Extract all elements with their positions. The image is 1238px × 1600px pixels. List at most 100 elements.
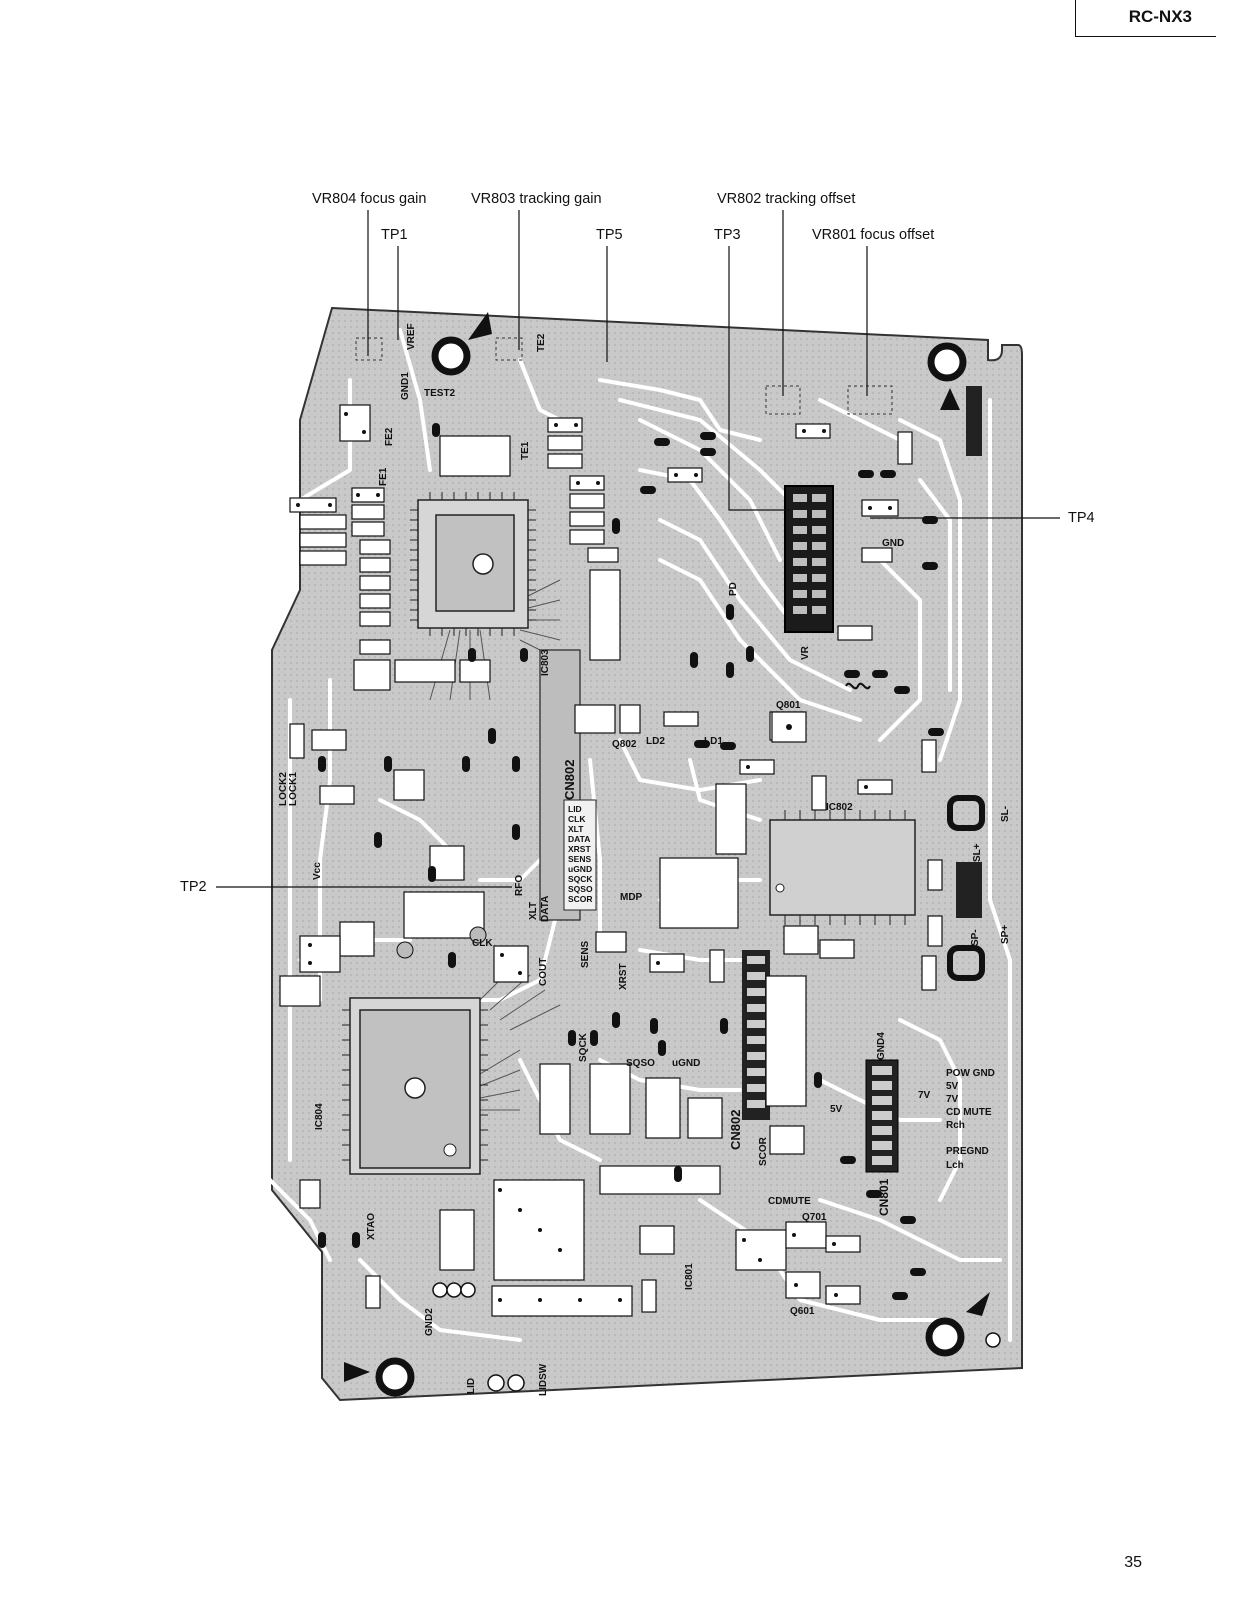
tp5-label: TP5: [596, 227, 623, 243]
cn802-pin-xrst: XRST: [568, 844, 591, 854]
gnd1-label: GND1: [400, 372, 411, 400]
vr803-label: VR803 tracking gain: [471, 191, 602, 207]
fe1-label: FE1: [378, 467, 389, 486]
lock2-label: LOCK2: [278, 772, 289, 806]
xrst-label: XRST: [618, 963, 629, 990]
vref-label: VREF: [406, 323, 417, 350]
page-number: 35: [1124, 1554, 1142, 1571]
model-name: RC-NX3: [1128, 7, 1192, 26]
vr804-label: VR804 focus gain: [312, 191, 427, 207]
xtao-label: XTAO: [366, 1213, 377, 1240]
te2-label: TE2: [536, 333, 547, 352]
vr802-label: VR802 tracking offset: [717, 191, 856, 207]
capsule-components: [318, 423, 944, 1300]
cn802-pin-data: DATA: [568, 834, 590, 844]
sl-plus-label: SL+: [972, 843, 983, 862]
cn802-right-column: [742, 950, 770, 1120]
cn802-pin-lid: LID: [568, 804, 582, 814]
ic801-label: IC801: [684, 1263, 695, 1290]
coil: [845, 682, 871, 690]
pad-dots: [296, 412, 892, 1302]
gnd2-label: GND2: [424, 1308, 435, 1336]
lid-label: LID: [466, 1378, 477, 1394]
xlt-label: XLT: [528, 902, 539, 920]
pin-lch: Lch: [946, 1160, 964, 1171]
ic804-label: IC804: [314, 1103, 325, 1130]
pin-5v: 5V: [946, 1081, 959, 1092]
mounting-holes: [375, 336, 1001, 1397]
tp3-label: TP3: [714, 227, 741, 243]
ic803-label: IC803: [540, 649, 551, 676]
sp-minus-label: SP-: [970, 929, 981, 946]
ld2-label: LD2: [646, 736, 665, 747]
model-box: [1075, 0, 1216, 37]
lidsw-label: LIDSW: [538, 1363, 549, 1396]
vcc-label: Vcc: [312, 862, 323, 880]
fe2-label: FE2: [384, 427, 395, 446]
cn802-pin-labels: LID CLK XLT DATA XRST SENS uGND SQCK SQS…: [568, 804, 593, 904]
te1-label: TE1: [520, 441, 531, 460]
ic804: [342, 997, 488, 1175]
vr801-label: VR801 focus offset: [812, 227, 935, 243]
gnd-label: GND: [882, 538, 904, 549]
cn802-pin-sqso: SQSO: [568, 884, 593, 894]
tp4-pad: [966, 386, 982, 456]
lock1-label: LOCK1: [288, 772, 299, 806]
q801-transistor: [771, 711, 807, 743]
gnd4-label: GND4: [876, 1032, 887, 1060]
sl-minus-label: SL-: [1000, 806, 1011, 822]
5v-label: 5V: [830, 1104, 843, 1115]
cn802-pin-sens: SENS: [568, 854, 591, 864]
smd-components: [279, 404, 943, 1317]
pin-rch: Rch: [946, 1120, 965, 1131]
cn802-pin-xlt: XLT: [568, 824, 584, 834]
leader-lines: [216, 210, 1060, 888]
cout-label: COUT: [538, 958, 549, 986]
mdp-label: MDP: [620, 892, 643, 903]
pin-pregnd: PREGND: [946, 1146, 989, 1157]
sqck-label: SQCK: [578, 1032, 589, 1062]
test2-label: TEST2: [424, 388, 456, 399]
cn802-pin-sqck: SQCK: [568, 874, 593, 884]
motor-leads: [956, 862, 982, 918]
pickup-connector: [784, 485, 834, 633]
tp4-label: TP4: [1068, 510, 1095, 526]
cn802-pin-clk: CLK: [568, 814, 586, 824]
motor-pads: [947, 795, 985, 981]
q802-label: Q802: [612, 739, 637, 750]
ic803: [410, 492, 536, 636]
pd-label: PD: [728, 582, 739, 596]
pin-cd-mute: CD MUTE: [946, 1107, 992, 1118]
vr-label: VR: [800, 645, 811, 660]
tp1-label: TP1: [381, 227, 408, 243]
ic802-label: IC802: [826, 802, 853, 813]
q601-label: Q601: [790, 1306, 815, 1317]
cn801-label: CN801: [877, 1178, 891, 1216]
cn802-label: CN802: [562, 760, 577, 800]
vr-footprints: [355, 337, 893, 415]
cdmute-label: CDMUTE: [768, 1196, 811, 1207]
scor-label: SCOR: [758, 1136, 769, 1166]
arrows: [344, 312, 990, 1382]
power-connector-labels: POW GND 5V 7V CD MUTE Rch PREGND Lch: [946, 1068, 995, 1171]
data-label: DATA: [540, 896, 551, 922]
cn802-pin-ugnd: uGND: [568, 864, 592, 874]
ugnd-label: uGND: [672, 1058, 700, 1069]
cn802-pin-scor: SCOR: [568, 894, 593, 904]
clk-label: CLK: [472, 938, 493, 949]
cn801-connector: [865, 1059, 899, 1173]
cn802-label-lower: CN802: [728, 1110, 743, 1150]
sp-plus-label: SP+: [1000, 925, 1011, 944]
tp2-label: TP2: [180, 879, 207, 895]
q801-label: Q801: [776, 700, 801, 711]
cn802-connector: [539, 649, 597, 921]
ld1-label: LD1: [704, 736, 723, 747]
ic802: [769, 810, 916, 925]
sqso-label: SQSO: [626, 1058, 655, 1069]
7v-label: 7V: [918, 1090, 931, 1101]
q701-label: Q701: [802, 1212, 827, 1223]
rfo-label: RFO: [514, 875, 525, 896]
pin-7v: 7V: [946, 1094, 959, 1105]
